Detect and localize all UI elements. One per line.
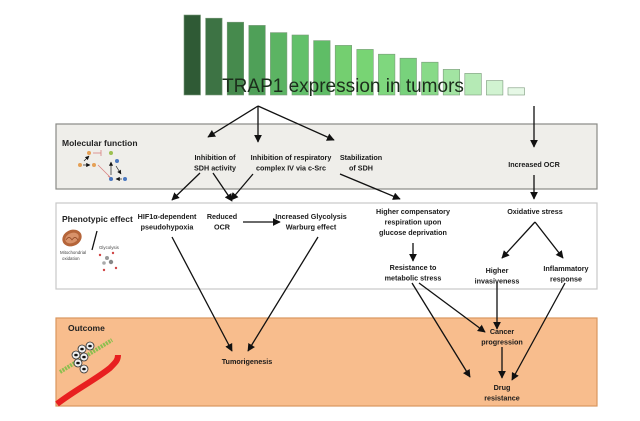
node-complex-iv-inhibition-line: complex IV via c-Src xyxy=(256,164,326,173)
expression-bar xyxy=(421,61,439,96)
expression-bar xyxy=(183,14,201,96)
node-drug-resistance-line: resistance xyxy=(484,394,520,403)
node-inflammatory-response-line: Inflammatory xyxy=(543,264,588,273)
expression-bar-chart xyxy=(183,14,525,96)
node-sdh-stabilization-line: Stabilization xyxy=(340,153,382,162)
expression-bar xyxy=(248,25,266,96)
pathway-arrow xyxy=(411,282,471,378)
node-cancer-progression-line: Cancer xyxy=(490,327,515,336)
node-compensatory-respiration-line: Higher compensatory xyxy=(376,207,450,216)
blood-vessel-cells-icon xyxy=(55,338,121,407)
node-higher-invasiveness-line: invasiveness xyxy=(475,277,520,286)
expression-bar xyxy=(507,87,525,96)
node-higher-invasiveness: Higher invasiveness xyxy=(475,266,520,286)
expression-bar xyxy=(356,49,374,96)
pathway-arrow xyxy=(171,236,233,352)
node-complex-iv-inhibition: Inhibition of respiratory complex IV via … xyxy=(251,153,332,173)
molecular-function-title: Molecular function xyxy=(62,138,138,148)
node-compensatory-respiration-line: glucose deprivation xyxy=(379,228,447,237)
node-tumorigenesis: Tumorigenesis xyxy=(222,357,273,366)
node-reduced-ocr-line: Reduced xyxy=(207,212,237,221)
expression-bar xyxy=(464,73,482,96)
outcome-panel xyxy=(55,317,598,407)
pathway-arrow xyxy=(171,172,201,201)
expression-bar xyxy=(291,34,309,96)
node-oxidative-stress: Oxidative stress xyxy=(507,207,563,216)
expression-bar xyxy=(334,45,353,96)
node-compensatory-respiration-line: respiration upon xyxy=(385,218,442,227)
mitochondrion-icon xyxy=(62,229,82,247)
node-metabolic-resistance-line: metabolic stress xyxy=(385,274,442,283)
expression-bar xyxy=(442,69,461,96)
expression-bar xyxy=(270,32,288,96)
node-hif1a-pseudohypoxia-line: HIF1α-dependent xyxy=(138,212,197,221)
node-increased-ocr-line: Increased OCR xyxy=(508,160,560,169)
pathway-arrow xyxy=(247,236,319,352)
divider-slash xyxy=(91,230,98,251)
expression-bar xyxy=(205,17,223,96)
pathway-arrow xyxy=(257,105,335,141)
node-cancer-progression: Cancer progression xyxy=(481,327,523,347)
outcome-title: Outcome xyxy=(68,323,105,333)
node-drug-resistance: Drug resistance xyxy=(484,383,520,403)
expression-bar xyxy=(378,53,396,96)
node-sdh-stabilization-line: of SDH xyxy=(349,164,373,173)
signaling-network-icon xyxy=(78,150,127,182)
node-inflammatory-response: Inflammatory response xyxy=(543,264,588,284)
node-cancer-progression-line: progression xyxy=(481,338,523,347)
expression-bar xyxy=(399,57,417,96)
node-higher-invasiveness-line: Higher xyxy=(486,266,509,275)
node-increased-ocr: Increased OCR xyxy=(508,160,560,169)
node-drug-resistance-line: Drug xyxy=(494,383,511,392)
pathway-arrow xyxy=(534,221,564,259)
node-increased-glycolysis-line: Increased Glycolysis xyxy=(275,212,347,221)
node-sdh-inhibition: Inhibition of SDH activity xyxy=(194,153,236,173)
pathway-arrow xyxy=(339,173,401,200)
pathway-arrow xyxy=(511,282,566,381)
pathway-arrow xyxy=(418,282,486,333)
glycolysis-label: Glycolysis xyxy=(99,245,120,250)
node-sdh-inhibition-line: SDH activity xyxy=(194,164,236,173)
expression-bar xyxy=(313,40,331,96)
node-sdh-stabilization: Stabilization of SDH xyxy=(340,153,382,173)
glucose-molecule-icon xyxy=(98,251,118,272)
node-reduced-ocr-line: OCR xyxy=(214,223,231,232)
node-complex-iv-inhibition-line: Inhibition of respiratory xyxy=(251,153,332,162)
pathway-arrow xyxy=(212,172,233,202)
expression-bar xyxy=(486,80,504,96)
node-sdh-inhibition-line: Inhibition of xyxy=(194,153,236,162)
node-metabolic-resistance-line: Resistance to xyxy=(390,263,437,272)
node-tumorigenesis-line: Tumorigenesis xyxy=(222,357,273,366)
pathway-arrow xyxy=(230,173,254,201)
mitochondrial-oxidation-label-2: oxidation xyxy=(62,256,80,261)
pathway-arrow xyxy=(501,221,536,259)
phenotypic-effect-title: Phenotypic effect xyxy=(62,214,133,224)
header-title: TRAP1 expression in tumors xyxy=(222,76,464,97)
node-hif1a-pseudohypoxia: HIF1α-dependent pseudohypoxia xyxy=(138,212,197,232)
mitochondrial-oxidation-label-1: Mitochondrial xyxy=(60,250,86,255)
phenotypic-effect-panel xyxy=(55,202,598,290)
node-inflammatory-response-line: response xyxy=(550,275,582,284)
node-oxidative-stress-line: Oxidative stress xyxy=(507,207,563,216)
node-hif1a-pseudohypoxia-line: pseudohypoxia xyxy=(141,223,195,232)
pathway-arrow xyxy=(207,105,259,138)
node-increased-glycolysis-line: Warburg effect xyxy=(286,223,337,232)
pathway-arrows xyxy=(171,105,566,381)
node-metabolic-resistance: Resistance to metabolic stress xyxy=(385,263,442,283)
expression-bar xyxy=(226,21,244,96)
